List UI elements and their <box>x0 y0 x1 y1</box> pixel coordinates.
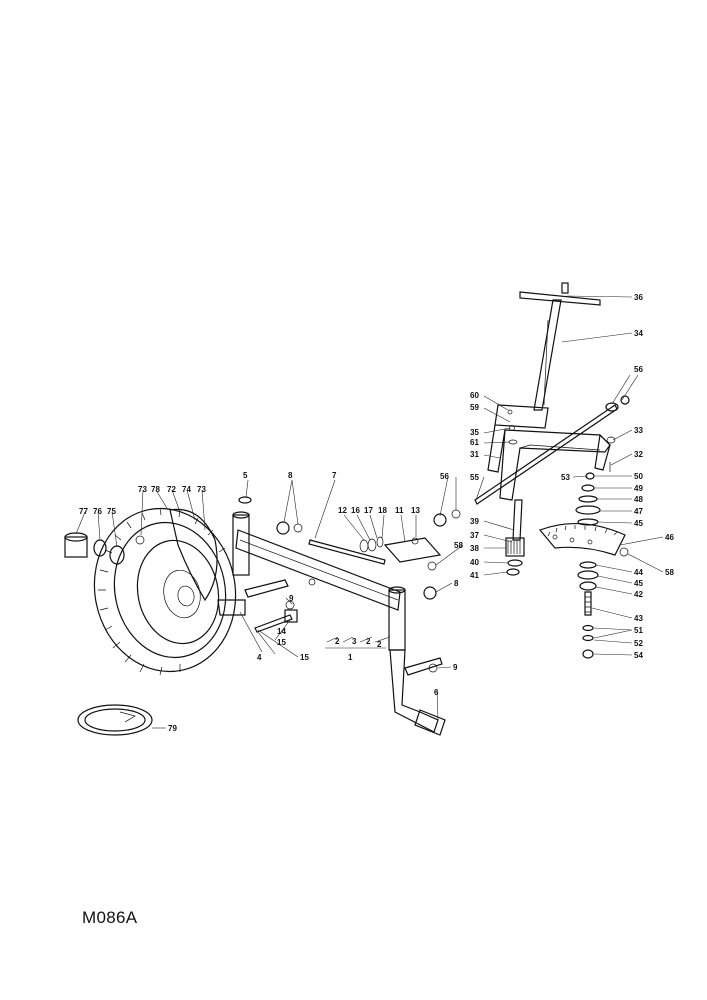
sector-gear-assembly <box>538 472 629 659</box>
callout-labels: 36 34 56 60 59 35 61 31 33 32 53 50 49 4… <box>79 293 674 733</box>
callout-31: 31 <box>470 450 479 459</box>
callout-73: 73 <box>138 485 147 494</box>
callout-61: 61 <box>470 438 479 447</box>
callout-72: 72 <box>167 485 176 494</box>
callout-51: 51 <box>634 626 643 635</box>
front-wheel-assembly <box>64 507 237 676</box>
callout-45: 45 <box>634 519 643 528</box>
callout-39: 39 <box>470 517 479 526</box>
drawing-code: M086A <box>82 908 138 927</box>
callout-37: 37 <box>470 531 479 540</box>
callout-78: 78 <box>151 485 160 494</box>
callout-2: 2 <box>335 637 340 646</box>
callout-50: 50 <box>634 472 643 481</box>
callout-53: 53 <box>561 473 570 482</box>
steering-column-assembly <box>474 282 630 576</box>
callout-11: 11 <box>395 506 404 515</box>
callout-52: 52 <box>634 639 643 648</box>
callout-2c: 2 <box>377 640 382 649</box>
callout-56: 56 <box>634 365 643 374</box>
callout-60: 60 <box>470 391 479 400</box>
callout-79: 79 <box>168 724 177 733</box>
callout-9: 9 <box>289 594 294 603</box>
callout-44: 44 <box>634 568 643 577</box>
callout-58b: 58 <box>454 541 463 550</box>
callout-74: 74 <box>182 485 191 494</box>
callout-17: 17 <box>364 506 373 515</box>
callout-55: 55 <box>470 473 479 482</box>
callout-46: 46 <box>665 533 674 542</box>
callout-76: 76 <box>93 507 102 516</box>
callout-49: 49 <box>634 484 643 493</box>
callout-59: 59 <box>470 403 479 412</box>
callout-15b: 15 <box>300 653 309 662</box>
callout-58: 58 <box>665 568 674 577</box>
callout-41: 41 <box>470 571 479 580</box>
callout-8: 8 <box>288 471 293 480</box>
callout-12: 12 <box>338 506 347 515</box>
callout-54: 54 <box>634 651 643 660</box>
callout-6: 6 <box>434 688 439 697</box>
callout-8b: 8 <box>454 579 459 588</box>
callout-35: 35 <box>470 428 479 437</box>
callout-40: 40 <box>470 558 479 567</box>
callout-56b: 56 <box>440 472 449 481</box>
leader-lines <box>75 295 664 729</box>
callout-14: 14 <box>277 627 286 636</box>
callout-77: 77 <box>79 507 88 516</box>
callout-45b: 45 <box>634 579 643 588</box>
callout-42: 42 <box>634 590 643 599</box>
callout-73b: 73 <box>197 485 206 494</box>
callout-43: 43 <box>634 614 643 623</box>
callout-5: 5 <box>243 471 248 480</box>
callout-7: 7 <box>332 471 337 480</box>
callout-3: 3 <box>352 637 357 646</box>
callout-75: 75 <box>107 507 116 516</box>
callout-1: 1 <box>348 653 353 662</box>
callout-33: 33 <box>634 426 643 435</box>
callout-15: 15 <box>277 638 286 647</box>
callout-36: 36 <box>634 293 643 302</box>
front-axle-assembly <box>217 496 461 736</box>
callout-13: 13 <box>411 506 420 515</box>
callout-9b: 9 <box>453 663 458 672</box>
callout-34: 34 <box>634 329 643 338</box>
callout-16: 16 <box>351 506 360 515</box>
callout-32: 32 <box>634 450 643 459</box>
callout-2b: 2 <box>366 637 371 646</box>
callout-38: 38 <box>470 544 479 553</box>
callout-47: 47 <box>634 507 643 516</box>
callout-48: 48 <box>634 495 643 504</box>
callout-4: 4 <box>257 653 262 662</box>
callout-18: 18 <box>378 506 387 515</box>
inner-tube-part-79 <box>77 704 153 736</box>
